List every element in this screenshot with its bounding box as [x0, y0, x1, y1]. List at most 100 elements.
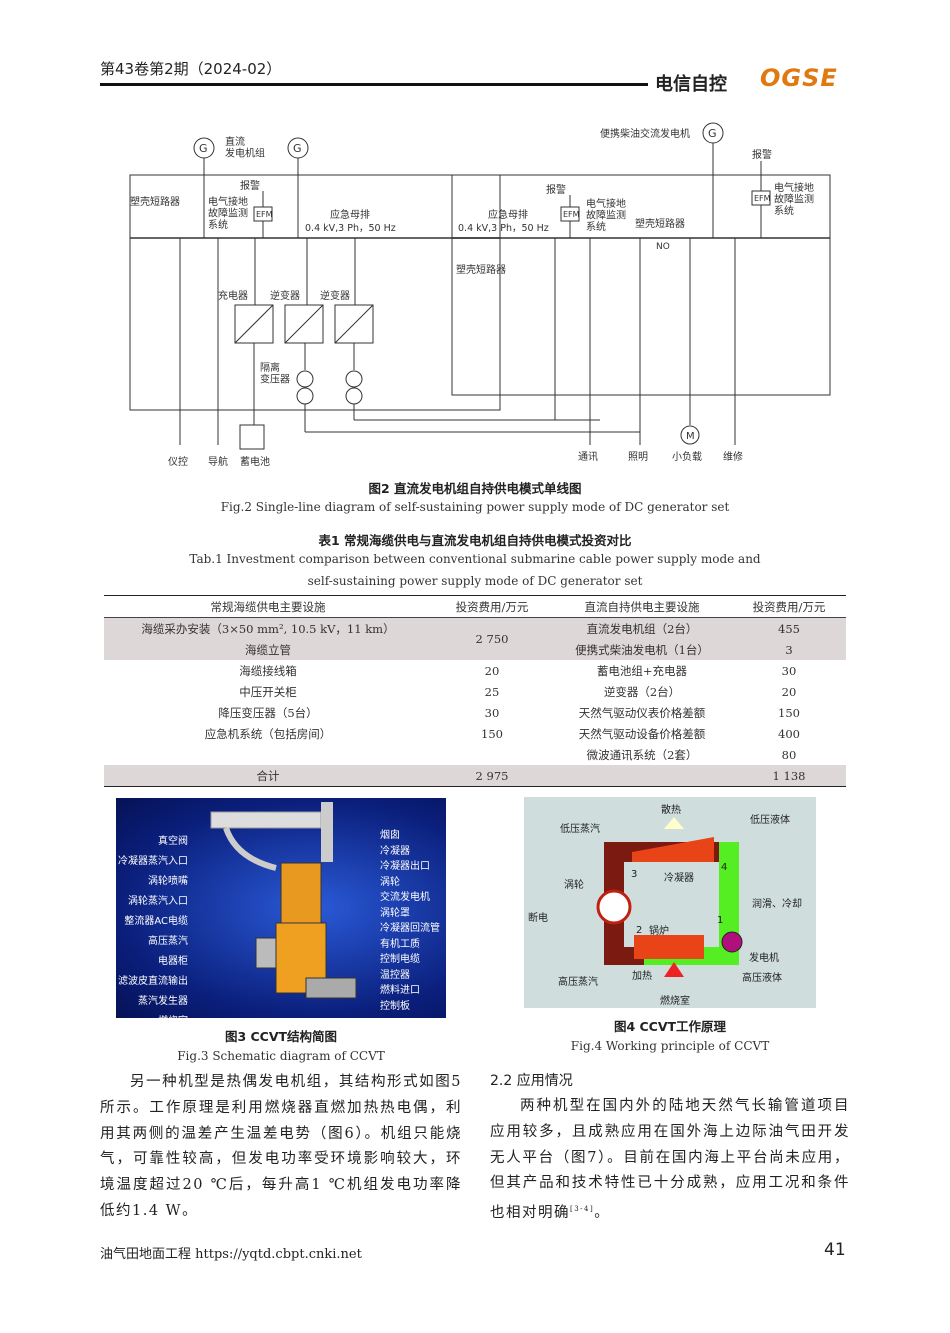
table-cell: 20: [781, 684, 797, 699]
label-inverter-1: 逆变器: [270, 289, 300, 302]
load-light: 照明: [628, 451, 648, 463]
load-comm: 通讯: [578, 451, 598, 463]
header-cost-2: 投资费用/万元: [752, 599, 826, 614]
label-efm-system-right: 电气接地故障监测系统: [774, 181, 814, 217]
label: 4: [721, 862, 728, 873]
label: 涡轮罩: [380, 907, 410, 919]
table-cell: [552, 765, 732, 786]
label: 高压蒸汽: [558, 977, 598, 988]
label: 散热: [661, 805, 681, 816]
label: 冷凝器: [380, 845, 410, 857]
label-portable-gen: 便携柴油交流发电机: [600, 127, 690, 140]
label: 高压蒸汽: [148, 936, 188, 947]
table-cell: 80: [781, 747, 797, 762]
table-cell: 2 750: [432, 617, 552, 660]
label: 2: [636, 925, 643, 936]
table-cell: 微波通讯系统（2套）: [586, 747, 698, 762]
table-cell: 应急机系统（包括房间）: [204, 726, 332, 741]
ccvt-structure-drawing: [210, 802, 357, 999]
table-row: 微波通讯系统（2套） 80: [104, 744, 846, 765]
section-title: 2.2 应用情况: [490, 1073, 573, 1089]
label-emergency-bus-right: 应急母排: [488, 208, 528, 221]
label: 锅炉: [649, 926, 669, 937]
table-cell: 天然气驱动设备价格差额: [578, 726, 706, 741]
efm-mid: EFM: [563, 210, 580, 219]
label: 冷凝器蒸汽入口: [118, 856, 188, 867]
table-total-row: 合计 2 975 1 138: [104, 765, 846, 786]
table-cell: 455: [732, 617, 846, 639]
load-instrument: 仪控: [168, 455, 188, 468]
table-row: 海缆立管 便携式柴油发电机（1台） 3: [104, 639, 846, 660]
label: 有机工质: [380, 938, 420, 950]
right-paragraph-text: 两种机型在国内外的陆地天然气长输管道项目应用较多，且成熟应用在国外海上边际油气田…: [490, 1098, 850, 1222]
label: 低压蒸汽: [560, 824, 600, 835]
figure2-diagram: G G G M 直流发电机组 塑壳短路器 电气接地故障监测系统 报警 EFM 应…: [129, 122, 831, 468]
label-dc-gen: 直流发电机组: [225, 135, 265, 160]
table1-title-cn: 表1 常规海缆供电与直流发电机组自持供电模式投资对比: [318, 533, 632, 548]
footer-journal: 油气田地面工程 https://yqtd.cbpt.cnki.net: [100, 1247, 362, 1262]
table-row: 中压开关柜 25 逆变器（2台） 20: [104, 681, 846, 702]
table-cell: 逆变器（2台）: [603, 684, 681, 699]
table-cell: 30: [781, 663, 797, 678]
label-efm-system-mid: 电气接地故障监测系统: [586, 197, 626, 233]
page-number: 41: [824, 1240, 846, 1260]
label-breaker-mid: 塑壳短路器: [635, 217, 685, 230]
brand-name: 电信自控: [655, 74, 727, 95]
label-bus-spec-left: 0.4 kV,3 Ph，50 Hz: [305, 223, 396, 234]
table1-title-en-1: Tab.1 Investment comparison between conv…: [189, 552, 761, 566]
figure3-caption-cn: 图3 CCVT结构简图: [224, 1029, 338, 1044]
label: 滤波皮直流输出: [118, 976, 188, 987]
load-small: 小负载: [672, 450, 702, 463]
table-cell: 降压变压器（5台）: [218, 705, 318, 720]
table-cell: 150: [481, 726, 503, 741]
table-row: 降压变压器（5台） 30 天然气驱动仪表价格差额 150: [104, 702, 846, 723]
table-cell: 150: [778, 705, 800, 720]
table-row: 海缆采办安装（3×50 mm², 10.5 kV，11 km） 2 750 直流…: [104, 617, 846, 660]
journal-issue: 第43卷第2期（2024-02）: [100, 60, 282, 78]
label: 烟囱: [380, 830, 400, 841]
figure3-image: 真空阀 冷凝器蒸汽入口 涡轮喷嘴 涡轮蒸汽入口 整流器AC电缆 高压蒸汽 电器柜…: [116, 798, 446, 1027]
label: 涡轮: [564, 880, 584, 891]
figure3-right-labels: 烟囱 冷凝器 冷凝器出口 涡轮 交流发电机 涡轮罩 冷凝器回流管 有机工质 控制…: [380, 828, 446, 1014]
table1-title-en-2: self-sustaining power supply mode of DC …: [307, 574, 643, 588]
table-cell: 天然气驱动仪表价格差额: [578, 705, 706, 720]
label: 燃烧室: [660, 996, 690, 1007]
label: 电器柜: [158, 956, 188, 967]
label: 断电: [528, 913, 548, 924]
label: 温控器: [380, 969, 410, 981]
table-cell: [432, 744, 552, 765]
load-maintenance: 维修: [723, 450, 743, 463]
table-cell: 1 138: [732, 765, 846, 786]
gen-symbol-1: G: [199, 142, 208, 155]
table-cell: 便携式柴油发电机（1台）: [552, 639, 732, 660]
label: 整流器AC电缆: [124, 916, 188, 927]
table-cell: [104, 744, 432, 765]
label: 涡轮蒸汽入口: [128, 896, 188, 907]
label-charger: 充电器: [218, 289, 248, 302]
label-inverter-2: 逆变器: [320, 289, 350, 302]
label-breaker-right: 塑壳短路器: [456, 263, 506, 276]
label: 控制板: [380, 1000, 410, 1012]
label: 高压液体: [742, 973, 782, 984]
label: 真空阀: [158, 836, 188, 847]
citation[interactable]: [3-4]: [570, 1205, 595, 1214]
right-paragraph: 两种机型在国内外的陆地天然气长输管道项目应用较多，且成熟应用在国外海上边际油气田…: [490, 1094, 850, 1227]
label: 涡轮: [380, 876, 400, 888]
figure3-caption-en: Fig.3 Schematic diagram of CCVT: [177, 1049, 385, 1063]
figure4-image: 散热 低压蒸汽 低压液体 涡轮 冷凝器 润滑、冷却 断电 锅炉 发电机 加热 高…: [524, 797, 816, 1008]
label-alarm-mid: 报警: [546, 183, 566, 196]
figure3-left-labels: 真空阀 冷凝器蒸汽入口 涡轮喷嘴 涡轮蒸汽入口 整流器AC电缆 高压蒸汽 电器柜…: [118, 832, 188, 1032]
figure2-caption-cn: 图2 直流发电机组自持供电模式单线图: [368, 481, 582, 496]
label: 控制电缆: [380, 954, 420, 965]
efm-right: EFM: [754, 194, 771, 203]
label: 加热: [632, 971, 652, 982]
label: 交流发电机: [380, 892, 430, 903]
table-cell: 海缆采办安装（3×50 mm², 10.5 kV，11 km）: [104, 617, 432, 639]
label: 冷凝器出口: [380, 861, 430, 872]
table-row: 海缆接线箱 20 蓄电池组+充电器 30: [104, 660, 846, 681]
table-cell: 中压开关柜: [239, 684, 297, 699]
label: 燃料进口: [380, 985, 420, 996]
label: 冷凝器回流管: [380, 923, 440, 934]
label-isolation-transformer: 隔离变压器: [260, 361, 290, 386]
table-cell: 25: [484, 684, 500, 699]
